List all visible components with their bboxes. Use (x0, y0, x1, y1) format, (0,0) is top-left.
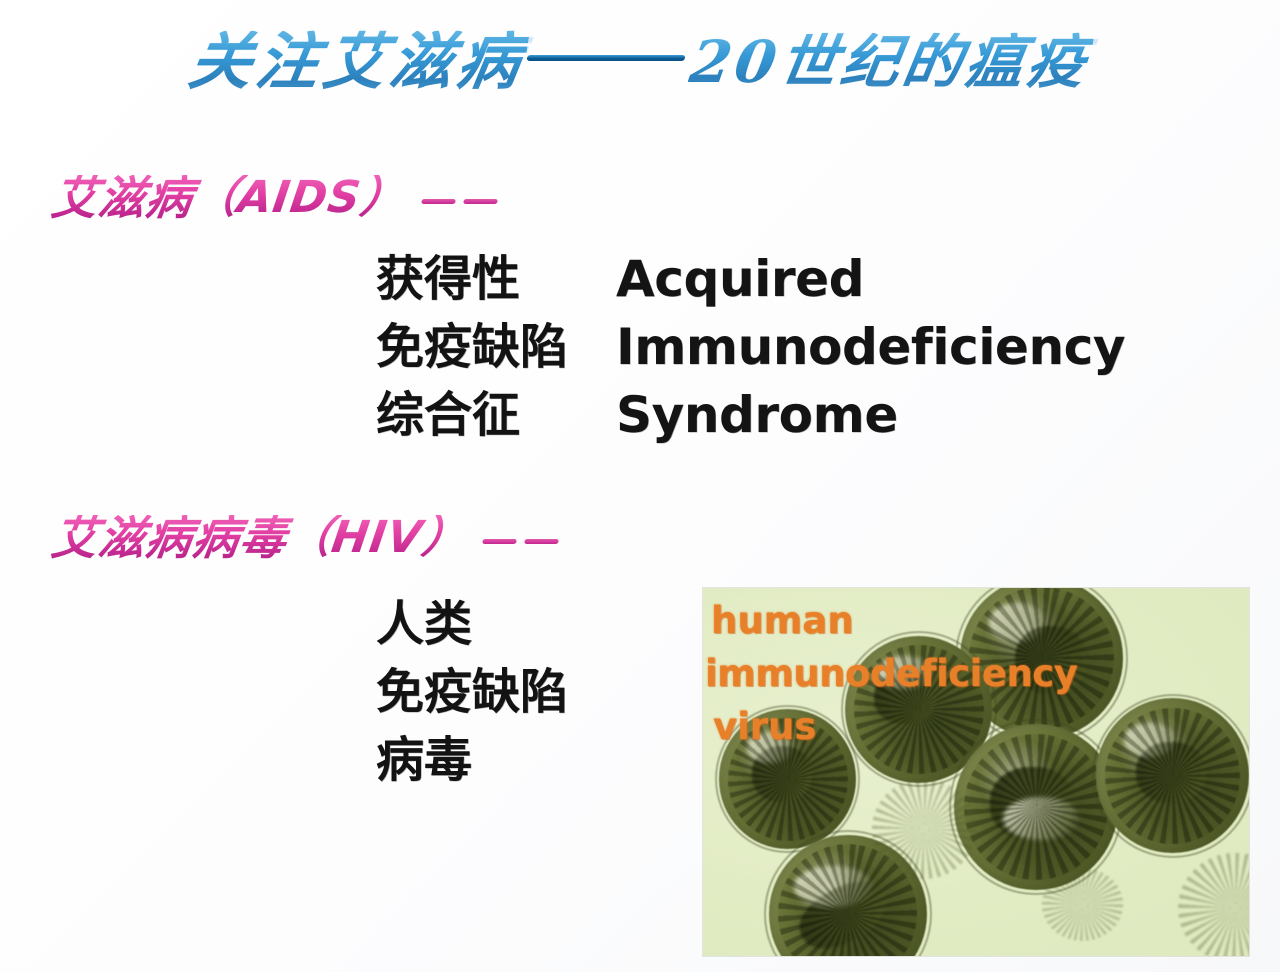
cell-1 (954, 588, 1129, 744)
section-heading-hiv: 艾滋病病毒 （HIV） (49, 515, 571, 561)
term-cn-syndrome: 综合征 (376, 387, 521, 443)
title-em-dash (526, 55, 686, 61)
term-cn-acquired: 获得性 (376, 251, 521, 307)
section-heading-hiv-dashes (480, 515, 570, 561)
micrograph-cells (703, 588, 1249, 956)
cell-3 (715, 705, 860, 854)
cell-2 (840, 631, 997, 788)
slide-title: 关注艾滋病 20世纪的瘟疫 (0, 14, 1280, 110)
cell-debris-3 (1041, 867, 1124, 942)
cell-debris-1 (872, 779, 976, 879)
term-en-syndrome: Syndrome (616, 386, 898, 444)
cell-debris-2 (1178, 852, 1249, 956)
term-cn-immunodeficiency: 免疫缺陷 (376, 319, 569, 375)
title-main-text: 关注艾滋病 (184, 25, 532, 98)
term-cn-human: 人类 (376, 596, 473, 652)
cell-6 (763, 829, 932, 956)
term-en-acquired: Acquired (616, 250, 865, 308)
section-heading-hiv-paren: （HIV） (283, 512, 471, 563)
title-subtitle-text: 20世纪的瘟疫 (685, 28, 1096, 96)
term-cn-virus: 病毒 (376, 732, 473, 788)
cell-4 (949, 719, 1123, 895)
term-cn-immunodeficiency2: 免疫缺陷 (376, 664, 569, 720)
section-heading-aids-paren: （AIDS） (189, 172, 410, 223)
section-heading-aids-cn: 艾滋病 (48, 171, 197, 225)
term-en-immunodeficiency: Immunodeficiency (616, 318, 1126, 376)
section-heading-hiv-cn: 艾滋病病毒 (48, 511, 291, 565)
section-heading-aids: 艾滋病 （AIDS） (49, 175, 509, 221)
section-heading-aids-dashes (418, 175, 508, 221)
term-block-aids: 获得性 Acquired 免疫缺陷 Immunodeficiency 综合征 S… (376, 250, 1125, 444)
hiv-micrograph-image: human immunodeficiency virus (703, 588, 1249, 956)
cell-5 (1091, 693, 1249, 858)
term-block-hiv: 人类 免疫缺陷 病毒 (376, 595, 616, 789)
